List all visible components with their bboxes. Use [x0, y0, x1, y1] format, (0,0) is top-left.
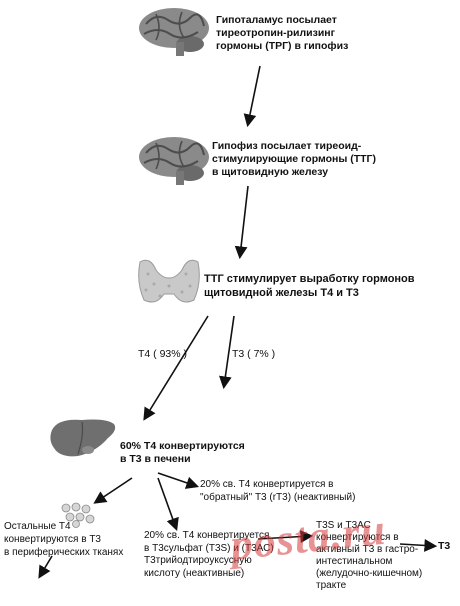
- sulfate-text: 20% св. Т4 конвертируется в Т3сульфат (Т…: [144, 530, 274, 579]
- peripheral-text: Остальные Т4 конвертируются в Т3 в периф…: [4, 521, 124, 558]
- branch-label-t3: Т3 ( 7% ): [232, 348, 276, 360]
- thyroid-text: ТТГ стимулирует выработку гормонов щитов…: [204, 273, 415, 299]
- arrow-pituitary-to-thyroid: [234, 185, 249, 260]
- liver-text: 60% Т4 конвертируются в Т3 в печени: [120, 440, 245, 465]
- pituitary-text: Гипофиз посылает тиреоид- стимулирующие …: [212, 140, 377, 178]
- arrow-gut-to-t3: [399, 539, 438, 552]
- arrow-liver-to-peripheral: [93, 477, 133, 504]
- arrow-sulfate-to-gut: [257, 530, 314, 543]
- hypothalamus-text: Гипоталамус посылает тиреотропин-рилизин…: [216, 14, 349, 52]
- arrow-thyroid-to-liver: [143, 315, 209, 421]
- t3-final-text: Т3: [438, 540, 451, 552]
- thyroid-icon: [138, 259, 200, 303]
- arrow-peripheral-down: [38, 555, 53, 579]
- brain-icon: [139, 137, 209, 185]
- arrow-thyroid-t3-down: [219, 315, 235, 390]
- reverse-t3-text: 20% св. Т4 конвертируется в "обратный" Т…: [200, 479, 356, 503]
- branch-label-t4: Т4 ( 93% ): [138, 348, 188, 360]
- brain-icon: [139, 8, 209, 56]
- liver-icon: [50, 419, 116, 457]
- arrow-hypothalamus-to-pituitary: [243, 65, 261, 128]
- cells-icon: [61, 502, 95, 528]
- arrow-liver-to-sulfate: [157, 477, 179, 532]
- arrow-liver-to-reverse-t3: [157, 472, 200, 489]
- gut-text: Т3S и Т3АС конвертируются в активный Т3 …: [316, 520, 423, 591]
